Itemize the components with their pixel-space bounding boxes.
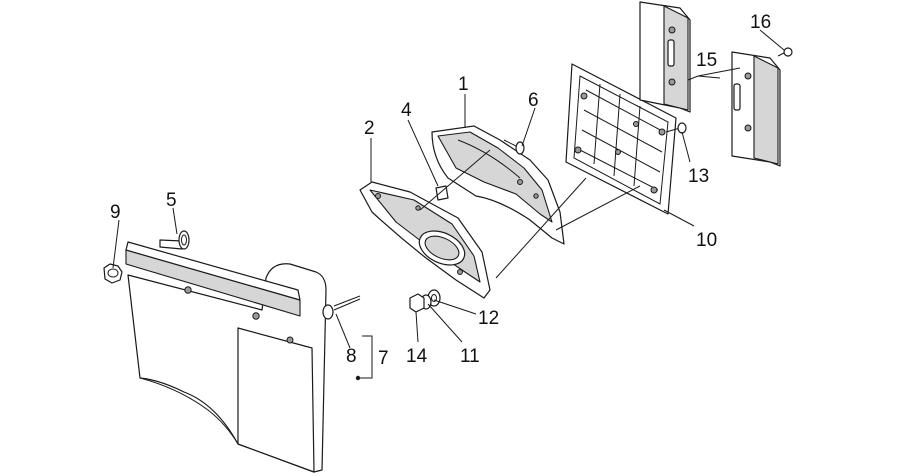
callout-15: 15: [696, 50, 717, 71]
part-15-side-bracket-right: [731, 51, 781, 167]
part-13-screw: [665, 122, 687, 134]
part-1-outer-cover: [431, 125, 565, 245]
part-2-inner-cover: [359, 181, 491, 299]
leader-lines: [112, 29, 785, 381]
callout-7: 7: [378, 348, 389, 369]
part-14-nut: [409, 293, 425, 313]
callout-5: 5: [166, 190, 177, 211]
callout-14: 14: [406, 346, 428, 367]
callout-6: 6: [528, 90, 539, 111]
callout-10: 10: [696, 230, 717, 251]
part-7-mud-flap: [125, 241, 327, 473]
part-9-nut: [103, 263, 123, 284]
callout-9: 9: [110, 202, 121, 223]
callout-13: 13: [688, 166, 709, 187]
part-4-clip: [435, 185, 449, 201]
callout-11: 11: [460, 346, 480, 367]
callout-1: 1: [458, 74, 469, 95]
callout-4: 4: [401, 100, 412, 121]
part-5-bolt: [159, 230, 190, 250]
callout-8: 8: [346, 346, 357, 367]
callout-2: 2: [364, 118, 375, 139]
part-8-rivet: [322, 295, 361, 320]
callout-labels: 1 2 4 5 6 7 8 9 10 11 12 13 14 15 16: [110, 12, 771, 369]
callout-16: 16: [750, 12, 771, 33]
part-16-screw: [777, 47, 793, 57]
part-15-side-bracket-left: [639, 1, 691, 113]
callout-12: 12: [478, 308, 499, 329]
